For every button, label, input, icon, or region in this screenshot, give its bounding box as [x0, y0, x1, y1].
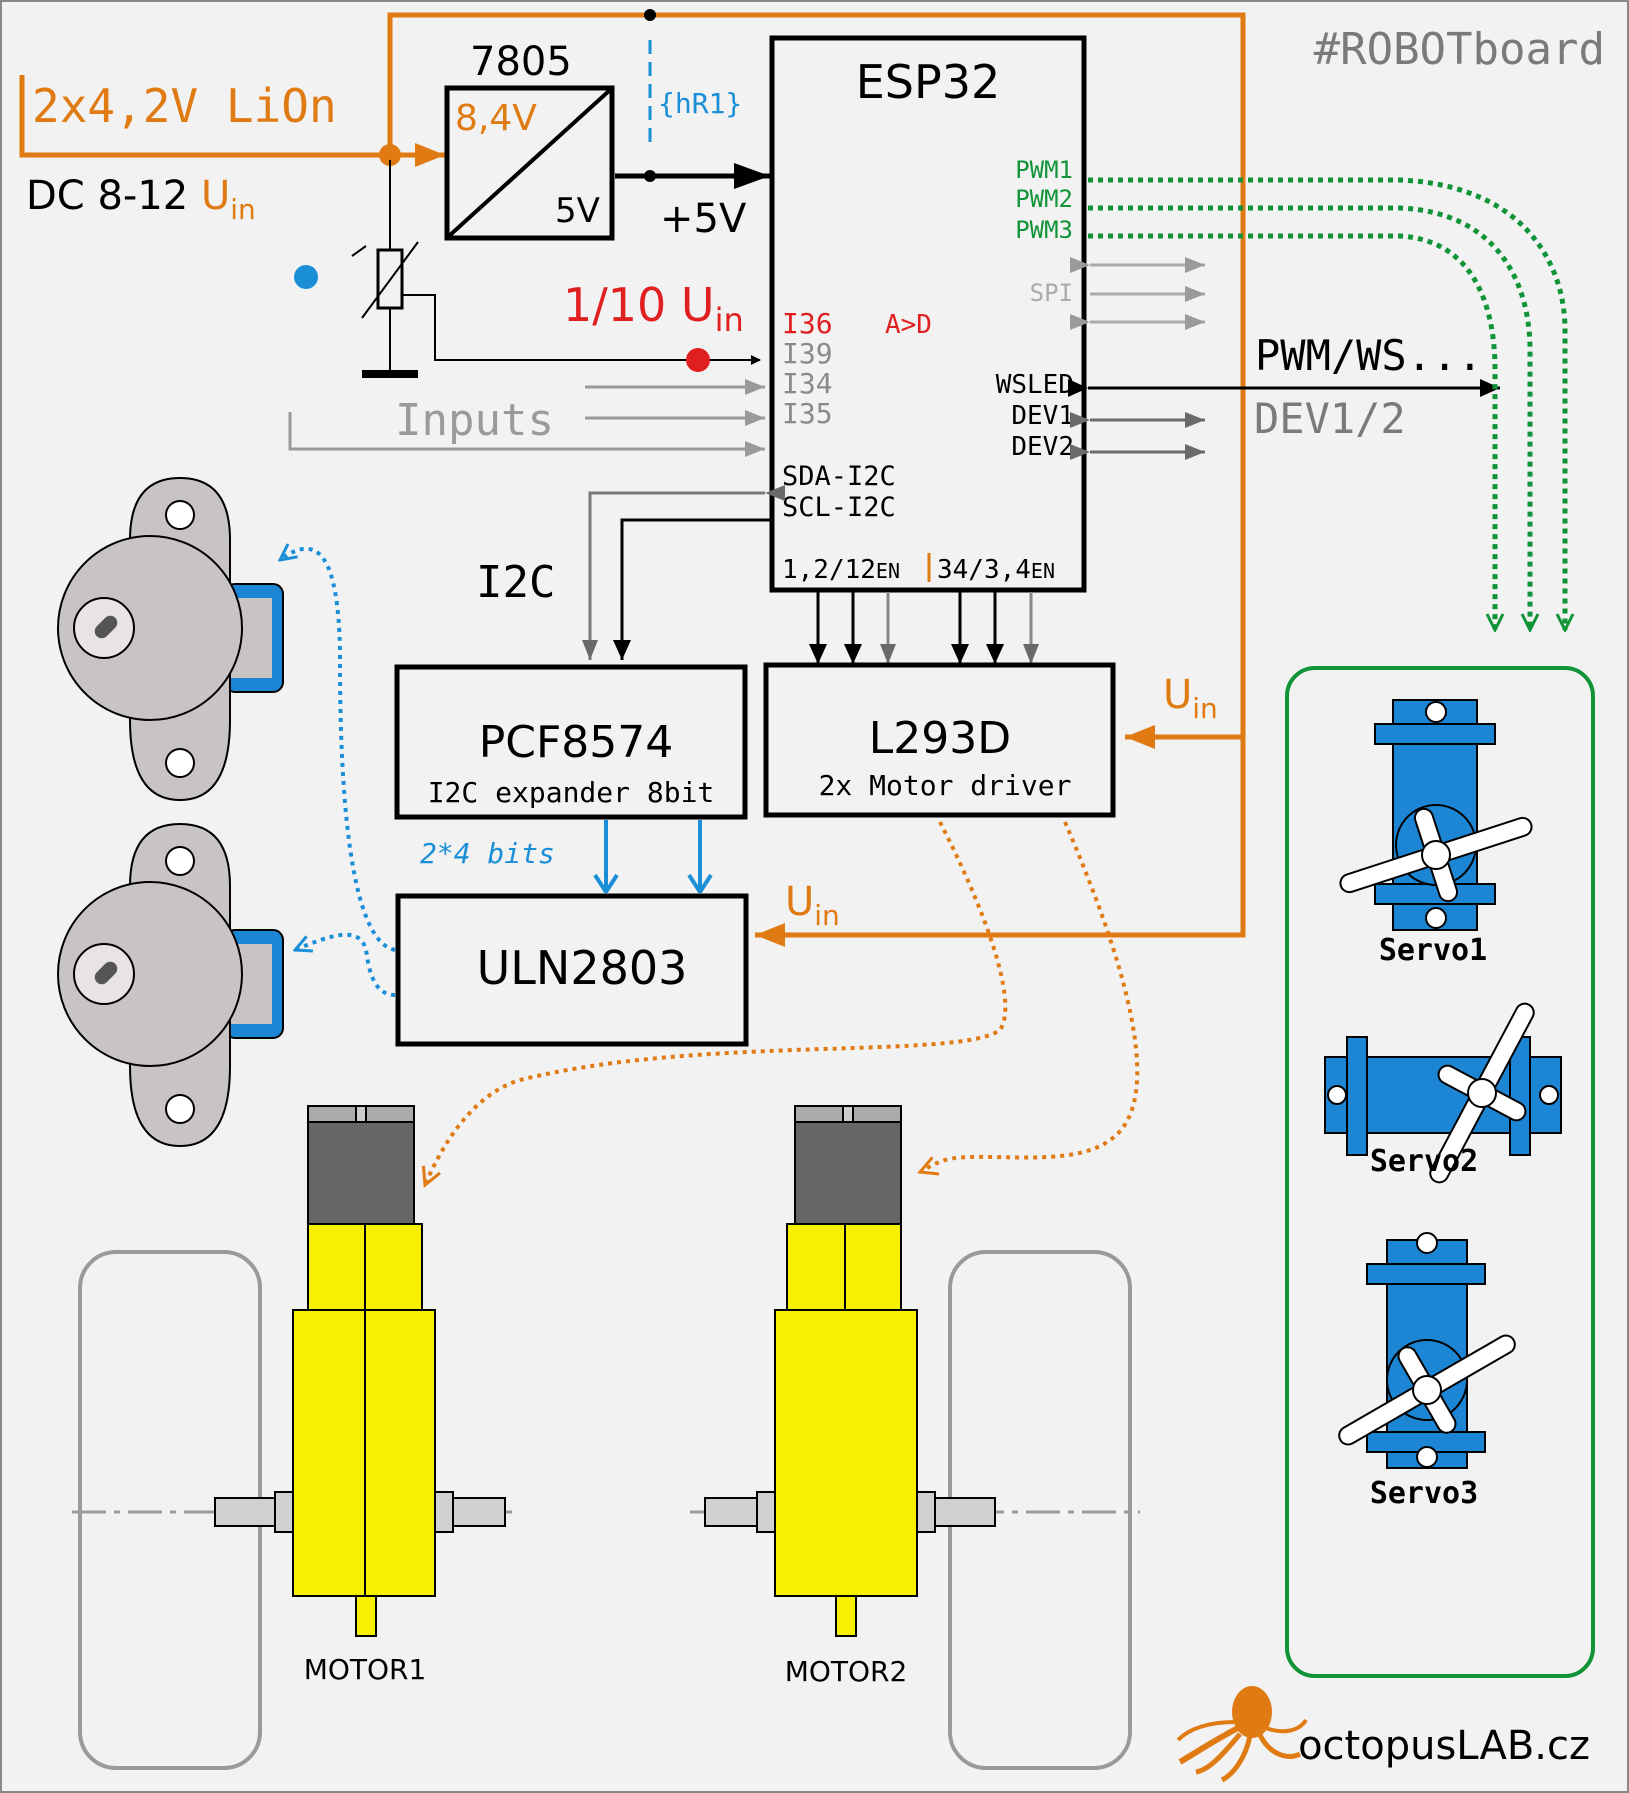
bits-arrows — [606, 820, 700, 893]
stepper-motor-2 — [57, 822, 284, 1148]
i2c-bus — [582, 485, 785, 660]
pin-scl: SCL-I2C — [782, 492, 896, 523]
regulator-in-label: 8,4V — [455, 98, 537, 139]
pin-wsled: WSLED — [996, 370, 1074, 400]
motor-1-label: MOTOR1 — [304, 1653, 427, 1686]
pwm-servo-links — [1088, 177, 1565, 630]
pin-pwm3: PWM3 — [1015, 216, 1073, 244]
regulator-name: 7805 — [470, 39, 572, 85]
logo-text: octopusLAB.cz — [1298, 1723, 1590, 1769]
servo-3-label: Servo3 — [1370, 1476, 1478, 1511]
esp32-title: ESP32 — [856, 55, 1001, 109]
l293-uin: Uin — [1163, 672, 1218, 725]
pcf-name: PCF8574 — [479, 717, 674, 768]
pin-dev2: DEV2 — [1011, 432, 1074, 462]
jumper-label: {hR1} — [658, 87, 742, 120]
uln-name: ULN2803 — [477, 941, 688, 995]
spi-arrows — [1070, 257, 1205, 330]
pin-pwm2: PWM2 — [1015, 185, 1073, 213]
dc-input-label: DC 8-12 Uin — [26, 173, 256, 226]
servo-2 — [1324, 1002, 1562, 1184]
pins-bottom-right: 34/3,4EN — [937, 555, 1055, 585]
adc-note: A>D — [885, 310, 932, 340]
battery-label: 2x4,2V LiOn — [32, 79, 337, 133]
l293-name: L293D — [869, 713, 1011, 764]
regulator-out-label: 5V — [555, 191, 600, 231]
motor-2 — [704, 1105, 996, 1637]
rail-label: +5V — [660, 196, 747, 242]
divider-label: 1/10 Uin — [563, 278, 744, 339]
input-arrows — [288, 379, 765, 457]
rail-junction — [644, 170, 656, 182]
pin-dev1: DEV1 — [1011, 401, 1074, 431]
pcf8574-chip: PCF8574 I2C expander 8bit — [394, 664, 748, 820]
uln2803-chip: ULN2803 — [395, 893, 749, 1047]
octopus-icon — [1176, 1686, 1308, 1783]
ground-symbol — [362, 370, 418, 378]
pin-sda: SDA-I2C — [782, 461, 896, 492]
pin-i35: I35 — [782, 397, 833, 430]
adc-probe-dot — [686, 348, 710, 372]
l293-desc: 2x Motor driver — [819, 769, 1072, 802]
hashtag: #ROBOTboard — [1314, 24, 1605, 75]
voltage-divider — [351, 160, 761, 378]
motor-2-label: MOTOR2 — [785, 1655, 908, 1688]
pwm-ws-label: PWM/WS... — [1255, 331, 1483, 380]
dev12-label: DEV1/2 — [1254, 394, 1406, 443]
pin-i36: I36 — [782, 307, 833, 340]
stepper-motor-1 — [57, 476, 284, 802]
servo-2-label: Servo2 — [1370, 1144, 1478, 1179]
pin-spi: SPI — [1030, 279, 1073, 307]
pcf-desc: I2C expander 8bit — [428, 776, 715, 809]
pin-i39: I39 — [782, 337, 833, 370]
bus-junction — [644, 9, 656, 21]
motor-1 — [214, 1105, 506, 1637]
pins-bottom-left: 1,2/12EN — [782, 555, 900, 585]
esp32-module: ESP32 I36 A>D I39 I34 I35 SDA-I2C SCL-I2… — [769, 35, 1087, 593]
junction-dot — [379, 144, 401, 166]
servo-1-label: Servo1 — [1379, 933, 1487, 968]
i2c-label: I2C — [476, 557, 555, 608]
l293d-chip: L293D 2x Motor driver — [763, 662, 1116, 818]
motor-enable-lines — [809, 592, 1039, 664]
pin-i34: I34 — [782, 367, 833, 400]
inputs-label: Inputs — [395, 395, 554, 446]
pin-pwm1: PWM1 — [1015, 156, 1073, 184]
blue-dot — [294, 265, 318, 289]
servo-3 — [1338, 1232, 1516, 1469]
bits-label: 2*4 bits — [420, 837, 555, 870]
uln-uin: Uin — [785, 879, 840, 932]
regulator-7805: 8,4V 5V — [444, 85, 615, 241]
stepper-links — [280, 549, 396, 997]
servo-1 — [1339, 699, 1533, 931]
motor-links — [425, 821, 1140, 1185]
power-bus — [19, 12, 1246, 947]
